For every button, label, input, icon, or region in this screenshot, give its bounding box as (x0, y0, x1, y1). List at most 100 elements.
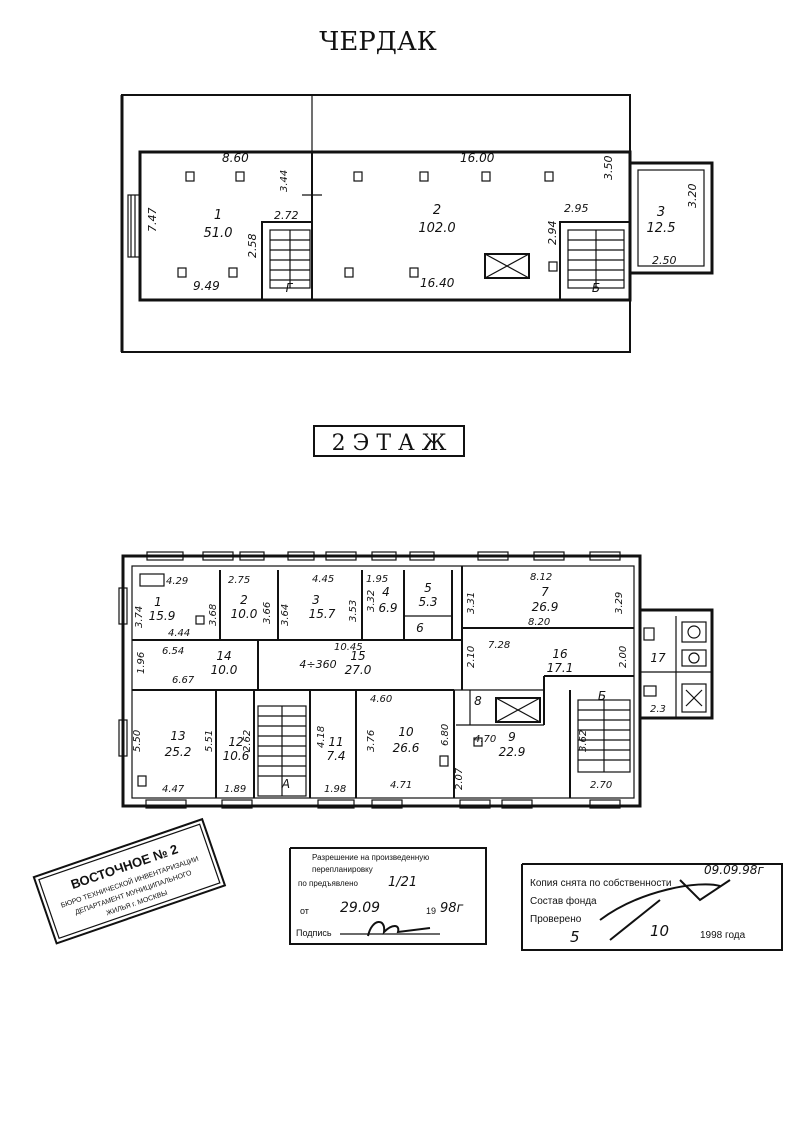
floor2-room-number: 4 (382, 585, 390, 599)
floor2-dim: 8.12 (530, 572, 552, 583)
floor2-room-number: 9 (508, 730, 516, 744)
stamp-recheck-month: 10 (650, 922, 669, 940)
floor2-title: 2 Э Т А Ж (332, 431, 447, 456)
floor2-dim: 3.74 (134, 606, 145, 628)
floor2-dim: 3.66 (262, 602, 273, 624)
stamp-permit-year: 98г (440, 901, 464, 916)
attic-room-number: 2 (433, 203, 441, 218)
stamp-permit-line: перепланировку (312, 865, 373, 874)
attic-room-area: 102.0 (418, 221, 455, 236)
stamp-recheck-date: 09.09.98г (704, 863, 764, 877)
floor2-dim: 3.64 (280, 604, 291, 626)
floor2-room-number: 11 (328, 735, 343, 749)
attic-dim: 2.95 (564, 202, 589, 215)
floor2-dim: 4.60 (370, 694, 392, 705)
floor2-room-number: 3 (312, 593, 320, 607)
attic-stair-label: Б (592, 281, 600, 295)
floor2-dim: 3.32 (366, 590, 377, 612)
floor2-room-area: 25.2 (165, 745, 192, 759)
stamp-permit: Разрешение на произведенную перепланиров… (289, 847, 487, 945)
floor2-room-area: 26.6 (393, 741, 420, 755)
floor2-dim: 4.47 (162, 784, 185, 795)
floor2-dim: 10.45 (334, 642, 363, 653)
floor2-dim: 2.62 (242, 730, 253, 752)
attic-dim: 16.00 (460, 151, 495, 165)
floor2-corridor-formula: 4÷360 (299, 658, 336, 671)
floor2-dim: 3.68 (208, 604, 219, 626)
stamp-east-bureau: ВОСТОЧНОЕ № 2 БЮРО ТЕХНИЧЕСКОЙ ИНВЕНТАРИ… (32, 817, 227, 945)
signature-icon (367, 921, 431, 937)
floor2-room-area: 10.0 (211, 663, 238, 677)
floor2-dim: 2.07 (454, 767, 465, 790)
stamp-permit-date: 29.09 (340, 900, 380, 916)
floor2-dim: 2.3 (650, 704, 666, 715)
stamp-recheck-day: 5 (570, 928, 580, 946)
attic-dim: 3.20 (686, 184, 699, 209)
floor2-dim: 1.98 (324, 784, 346, 795)
attic-room-area: 12.5 (647, 221, 676, 236)
floor2-room-number: 17 (650, 651, 666, 665)
floor2-dim: 1.96 (136, 652, 147, 674)
floor2-room-number: 13 (170, 729, 185, 743)
floor2-dim: 2.75 (228, 575, 250, 586)
floor2-dim: 3.62 (578, 730, 589, 752)
floor2-room-number: 16 (552, 647, 568, 661)
floor2-stair-label: А (281, 777, 290, 791)
floor2-room-area: 27.0 (345, 663, 372, 677)
floor2-dim: 2.00 (618, 646, 629, 668)
attic-dim: 2.58 (246, 234, 259, 259)
attic-room-number: 3 (657, 205, 665, 220)
stamp-permit-line: по предъявлено (298, 879, 358, 888)
floor2-room-number: 10 (398, 725, 414, 739)
floor2-dim: 3.29 (614, 592, 625, 614)
floor2-dim: 1.89 (224, 784, 246, 795)
attic-plan (120, 94, 714, 353)
floor2-dim: 1.95 (366, 574, 388, 585)
attic-dim: 2.94 (546, 221, 559, 246)
floor2-dim: 5.50 (132, 730, 143, 752)
floor2-room-number: 15 (350, 649, 365, 663)
floor2-room-number: 14 (216, 649, 231, 663)
floor2-room-area: 26.9 (532, 600, 559, 614)
attic-title: ЧЕРДАК (319, 27, 437, 57)
floor2-dim: 6.67 (172, 675, 195, 686)
floor2-dim: 4.71 (390, 780, 412, 791)
floor2-dim: 4.45 (312, 574, 334, 585)
floor2-room-area: 6.9 (378, 601, 397, 615)
floor2-room-area: 10.0 (231, 607, 258, 621)
stamp-permit-line: Разрешение на произведенную (312, 853, 429, 862)
floor2-room-area: 10.6 (223, 749, 250, 763)
attic-room-number: 1 (214, 208, 222, 223)
signature-icon (599, 879, 731, 941)
attic-dim: 16.40 (420, 276, 455, 290)
floor2-plan (118, 551, 714, 809)
floor2-stair-label: Б (598, 689, 606, 703)
stamp-recheck-line: Копия снята по собственности (530, 877, 671, 889)
floor2-room-number: 7 (541, 585, 549, 599)
floor2-room-area: 15.7 (309, 607, 336, 621)
floor2-dim: 6.54 (162, 646, 184, 657)
floor2-title-frame (313, 425, 465, 457)
floor2-dim: 3.53 (348, 600, 359, 622)
stamp-recheck-line: Проверено (530, 914, 582, 925)
attic-dim: 9.49 (193, 279, 220, 293)
stamp-permit-from: от (300, 906, 309, 916)
floor2-room-area: 5.3 (418, 595, 437, 609)
floor2-dim: 4.70 (474, 734, 496, 745)
attic-dim: 2.50 (652, 254, 677, 267)
floor2-room-number: 2 (240, 593, 248, 607)
floor2-dim: 3.31 (466, 592, 477, 614)
floor2-dim: 4.44 (168, 628, 190, 639)
attic-dim: 7.47 (146, 208, 159, 233)
floor2-room-number: 8 (474, 694, 482, 708)
floor2-room-area: 17.1 (547, 661, 574, 675)
attic-dim: 8.60 (222, 151, 249, 165)
stamp-recheck-year: 1998 года (700, 930, 746, 941)
floor2-dim: 2.10 (466, 646, 477, 668)
attic-dim: 2.72 (274, 209, 299, 222)
attic-dim: 3.50 (602, 156, 615, 181)
floor2-dim: 6.80 (440, 724, 451, 746)
floor2-dim: 3.76 (366, 730, 377, 752)
floor2-dim: 5.51 (204, 730, 215, 752)
stamp-permit-number: 1/21 (388, 875, 417, 890)
